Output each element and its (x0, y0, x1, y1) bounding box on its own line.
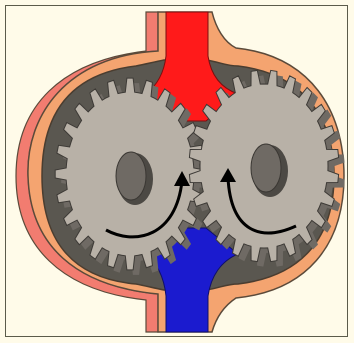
left-hub-face (116, 152, 146, 200)
gear-pump-diagram (6, 6, 349, 338)
diagram-frame (5, 5, 348, 337)
right-hub-face (251, 144, 281, 192)
